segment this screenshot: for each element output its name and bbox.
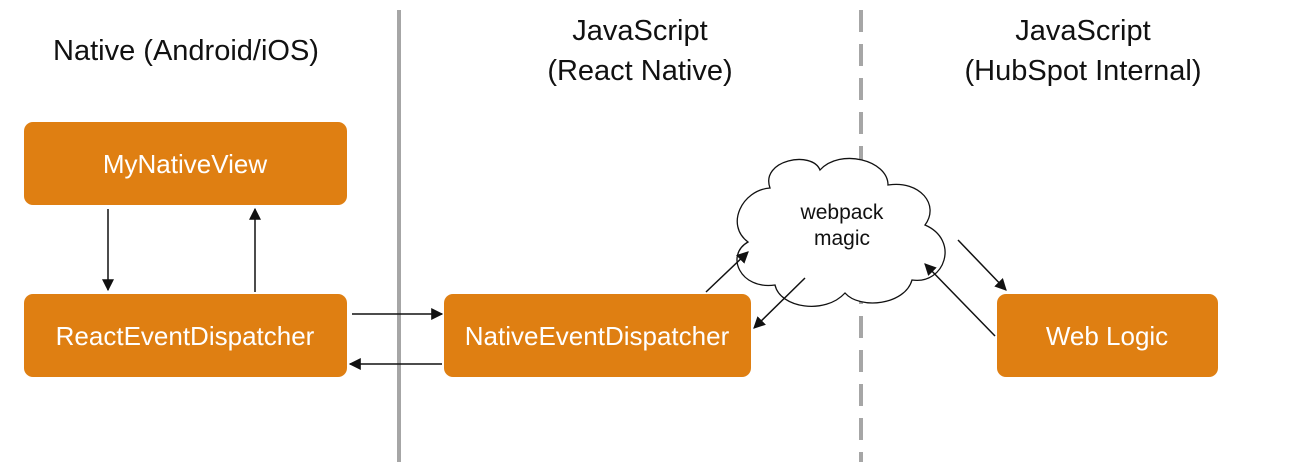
column-heading-hubspot-line1: JavaScript bbox=[1015, 15, 1150, 47]
react-event-dispatcher-box: ReactEventDispatcher bbox=[24, 294, 347, 377]
arrow-cloud-to-native-dispatcher bbox=[753, 277, 806, 329]
column-heading-react-native-line1: JavaScript bbox=[572, 15, 707, 47]
column-heading-hubspot-line2: (HubSpot Internal) bbox=[965, 55, 1202, 87]
native-event-dispatcher-box: NativeEventDispatcher bbox=[444, 294, 751, 377]
web-logic-label: Web Logic bbox=[1046, 321, 1168, 351]
native-event-dispatcher-label: NativeEventDispatcher bbox=[465, 321, 730, 351]
cloud-label-line1: webpack bbox=[800, 201, 884, 224]
react-event-dispatcher-label: ReactEventDispatcher bbox=[56, 321, 315, 351]
column-heading-native: Native (Android/iOS) bbox=[53, 35, 319, 67]
webpack-cloud: webpack magic bbox=[736, 157, 946, 307]
cloud-label-line2: magic bbox=[814, 227, 870, 250]
column-heading-react-native-line2: (React Native) bbox=[547, 55, 732, 87]
my-native-view-box: MyNativeView bbox=[24, 122, 347, 205]
my-native-view-label: MyNativeView bbox=[103, 149, 267, 179]
arrow-native-dispatcher-to-cloud bbox=[705, 251, 749, 293]
arrow-cloud-to-web-logic bbox=[957, 239, 1007, 291]
web-logic-box: Web Logic bbox=[997, 294, 1218, 377]
arrow-web-logic-to-cloud bbox=[924, 263, 996, 337]
